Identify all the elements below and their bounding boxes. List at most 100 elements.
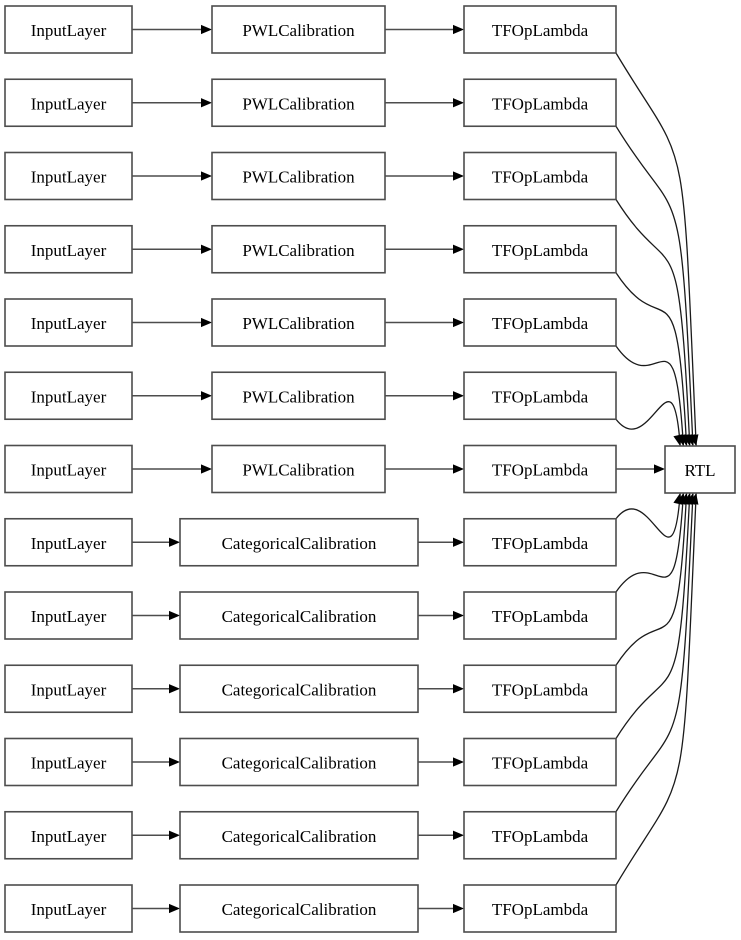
node-input-layer-7-box (4, 517, 133, 567)
node-input-layer-8[interactable]: InputLayer (4, 591, 133, 640)
node-tfoplambda-10[interactable]: TFOpLambda (463, 737, 617, 787)
node-input-layer-0-box (4, 5, 133, 54)
node-calibration-4-label: PWLCalibration (242, 314, 355, 333)
node-tfoplambda-4[interactable]: TFOpLambda (463, 298, 617, 347)
node-tfoplambda-8[interactable]: TFOpLambda (463, 591, 617, 640)
node-tfoplambda-4-box (463, 298, 617, 347)
node-calibration-7-box (179, 517, 419, 567)
node-input-layer-3[interactable]: InputLayer (4, 224, 133, 274)
node-tfoplambda-6-box (463, 444, 617, 494)
node-input-layer-1-label: InputLayer (31, 94, 107, 113)
edge-input-to-calibration-9-arrowhead (169, 684, 180, 694)
node-input-layer-9[interactable]: InputLayer (4, 664, 133, 714)
edge-tfop-to-rtl-12 (615, 492, 697, 886)
edge-input-to-calibration-0-arrowhead (201, 24, 212, 35)
node-input-layer-3-box (4, 224, 133, 274)
node-input-layer-4-label: InputLayer (31, 314, 107, 333)
node-tfoplambda-3[interactable]: TFOpLambda (463, 224, 617, 274)
node-rtl[interactable]: RTL (664, 445, 736, 494)
node-calibration-8[interactable]: CategoricalCalibration (179, 591, 419, 640)
node-calibration-4[interactable]: PWLCalibration (211, 298, 386, 347)
node-calibration-12[interactable]: CategoricalCalibration (179, 884, 419, 933)
node-tfoplambda-2[interactable]: TFOpLambda (463, 151, 617, 201)
node-calibration-5[interactable]: PWLCalibration (211, 371, 386, 421)
node-tfoplambda-9[interactable]: TFOpLambda (463, 664, 617, 714)
node-calibration-3-label: PWLCalibration (242, 241, 355, 260)
edge-calibration-to-tfop-5-arrowhead (453, 391, 464, 401)
node-tfoplambda-0[interactable]: TFOpLambda (463, 5, 617, 54)
node-input-layer-1-box (4, 78, 133, 128)
node-tfoplambda-11-box (463, 810, 617, 860)
node-tfoplambda-12-box (463, 884, 617, 933)
node-input-layer-6-label: InputLayer (31, 461, 107, 480)
edge-input-to-calibration-2-arrowhead (201, 171, 212, 181)
node-input-layer-1[interactable]: InputLayer (4, 78, 133, 128)
edge-tfop-to-rtl-10 (615, 492, 691, 739)
node-tfoplambda-11[interactable]: TFOpLambda (463, 810, 617, 860)
node-input-layer-10-box (4, 737, 133, 787)
node-calibration-9[interactable]: CategoricalCalibration (179, 664, 419, 714)
node-input-layer-5-label: InputLayer (31, 387, 107, 406)
edge-calibration-to-tfop-12-arrowhead (453, 903, 464, 914)
edge-input-to-calibration-4-arrowhead (201, 317, 212, 328)
node-calibration-0-label: PWLCalibration (242, 21, 355, 40)
node-input-layer-12-box (4, 884, 133, 933)
node-input-layer-11[interactable]: InputLayer (4, 810, 133, 860)
node-input-layer-11-label: InputLayer (31, 827, 107, 846)
node-rtl-box (664, 445, 736, 494)
node-tfoplambda-12[interactable]: TFOpLambda (463, 884, 617, 933)
edge-tfop-to-rtl-7 (615, 492, 681, 538)
node-input-layer-10[interactable]: InputLayer (4, 737, 133, 787)
edge-input-to-calibration-11-arrowhead (169, 830, 180, 840)
node-calibration-1[interactable]: PWLCalibration (211, 78, 386, 128)
edge-calibration-to-tfop-0-arrowhead (453, 24, 464, 35)
node-calibration-6[interactable]: PWLCalibration (211, 444, 386, 494)
node-calibration-5-box (211, 371, 386, 421)
node-calibration-11-box (179, 810, 419, 860)
node-tfoplambda-5[interactable]: TFOpLambda (463, 371, 617, 421)
edge-tfop-to-rtl-1 (615, 125, 694, 447)
node-calibration-10-box (179, 737, 419, 787)
node-calibration-3[interactable]: PWLCalibration (211, 224, 386, 274)
node-calibration-2[interactable]: PWLCalibration (211, 151, 386, 201)
node-calibration-12-box (179, 884, 419, 933)
edge-calibration-to-tfop-4-arrowhead (453, 317, 464, 328)
node-calibration-7-label: CategoricalCalibration (222, 534, 377, 553)
node-input-layer-12-label: InputLayer (31, 900, 107, 919)
edge-tfop-to-rtl-5-arrowhead (673, 434, 683, 446)
edge-calibration-to-tfop-1-arrowhead (453, 98, 464, 108)
node-calibration-0[interactable]: PWLCalibration (211, 5, 386, 54)
node-tfoplambda-6[interactable]: TFOpLambda (463, 444, 617, 494)
node-tfoplambda-1[interactable]: TFOpLambda (463, 78, 617, 128)
node-calibration-10[interactable]: CategoricalCalibration (179, 737, 419, 787)
edge-tfop-to-rtl-11 (615, 492, 694, 813)
node-tfoplambda-0-box (463, 5, 617, 54)
node-tfoplambda-9-label: TFOpLambda (492, 680, 589, 699)
node-input-layer-2[interactable]: InputLayer (4, 151, 133, 201)
node-tfoplambda-0-label: TFOpLambda (492, 21, 589, 40)
edge-tfop-to-rtl-6-arrowhead (654, 464, 665, 474)
node-calibration-1-label: PWLCalibration (242, 94, 355, 113)
node-tfoplambda-8-label: TFOpLambda (492, 607, 589, 626)
node-calibration-11[interactable]: CategoricalCalibration (179, 810, 419, 860)
node-input-layer-7-label: InputLayer (31, 534, 107, 553)
node-input-layer-6[interactable]: InputLayer (4, 444, 133, 494)
node-input-layer-0-label: InputLayer (31, 21, 107, 40)
node-input-layer-12[interactable]: InputLayer (4, 884, 133, 933)
node-calibration-7[interactable]: CategoricalCalibration (179, 517, 419, 567)
node-input-layer-0[interactable]: InputLayer (4, 5, 133, 54)
node-tfoplambda-5-box (463, 371, 617, 421)
edge-calibration-to-tfop-8-arrowhead (453, 610, 464, 621)
node-input-layer-4[interactable]: InputLayer (4, 298, 133, 347)
edge-calibration-to-tfop-3-arrowhead (453, 244, 464, 254)
node-input-layer-2-label: InputLayer (31, 168, 107, 187)
node-calibration-11-label: CategoricalCalibration (222, 827, 377, 846)
node-input-layer-7[interactable]: InputLayer (4, 517, 133, 567)
node-input-layer-5[interactable]: InputLayer (4, 371, 133, 421)
node-tfoplambda-3-box (463, 224, 617, 274)
node-tfoplambda-7[interactable]: TFOpLambda (463, 517, 617, 567)
edge-tfop-to-rtl-9 (615, 492, 688, 666)
